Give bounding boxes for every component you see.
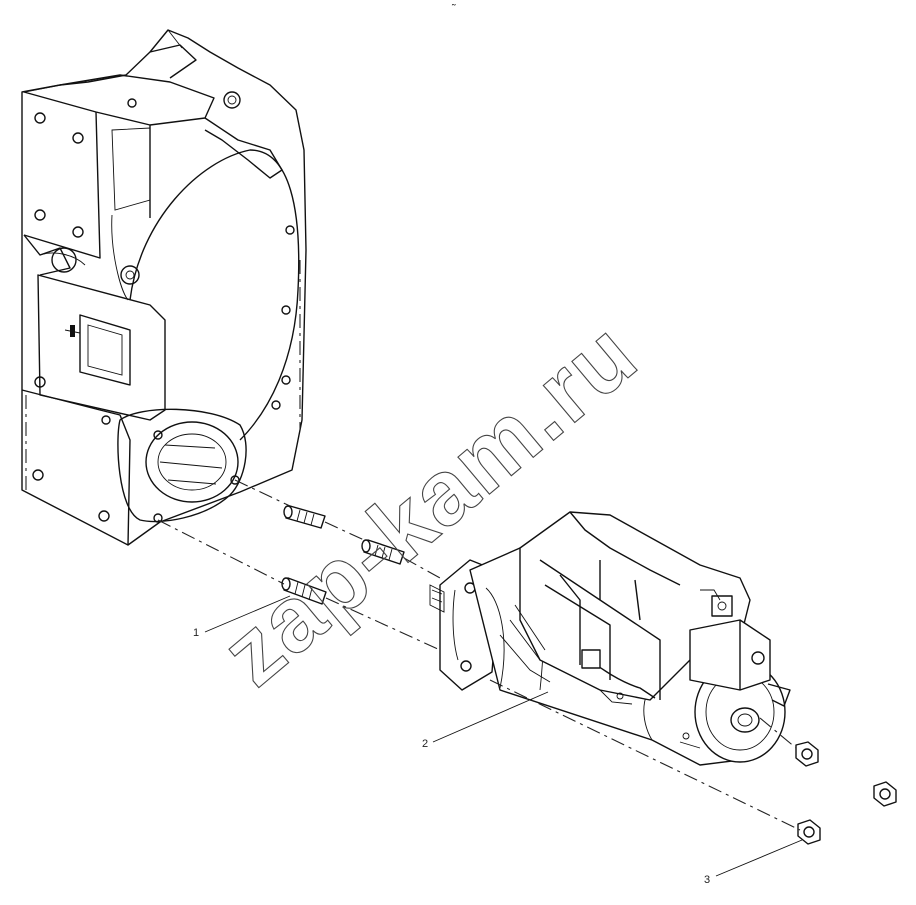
flywheel-housing xyxy=(21,29,307,546)
callout-1: 1 xyxy=(193,595,291,639)
assembly-centerlines xyxy=(157,479,801,831)
nut-upper xyxy=(795,741,819,767)
header-mark: ˜ xyxy=(451,3,456,15)
callout-1-label: 1 xyxy=(193,627,199,639)
stud-lower xyxy=(281,577,327,605)
nut-lower xyxy=(797,819,821,845)
stud-upper xyxy=(283,505,326,529)
starter-motor xyxy=(429,511,791,766)
callout-3-label: 3 xyxy=(704,874,710,886)
callout-3: 3 xyxy=(704,839,803,886)
stud-middle xyxy=(361,539,405,565)
callout-2-label: 2 xyxy=(422,738,428,750)
nut-right xyxy=(873,781,897,807)
callout-2: 2 xyxy=(422,691,549,750)
